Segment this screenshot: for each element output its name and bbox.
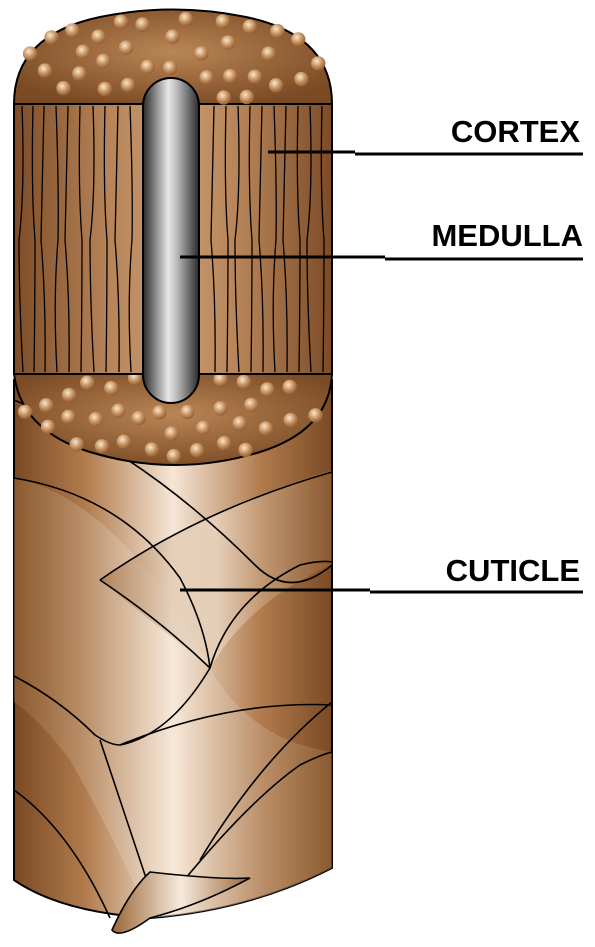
granule [18,405,32,419]
granule [221,35,235,49]
granule [311,56,325,70]
granule [240,90,254,104]
granule [114,15,128,29]
granule [244,398,258,412]
granule [284,413,298,427]
granule [291,32,305,46]
granule [163,61,177,75]
granule [80,376,94,390]
granule [39,398,53,412]
granule [233,416,247,430]
granule [269,78,283,92]
granule [145,442,159,456]
granule [217,436,231,450]
granule [196,421,210,435]
granule [261,46,275,60]
granule [190,443,204,457]
granule [165,29,179,43]
granule [76,45,90,59]
granule [95,439,109,453]
medulla-core [143,78,199,403]
granule [44,30,58,44]
granule [270,24,284,38]
granule [62,388,76,402]
granule [179,12,193,26]
granule [61,410,75,424]
granule [180,405,194,419]
granule [135,17,149,31]
medulla-label: MEDULLA [431,218,583,253]
granule [98,82,112,96]
granule [65,23,79,37]
granule [308,408,322,422]
granule [131,411,145,425]
granule [72,66,86,80]
granule [121,78,135,92]
granule [96,54,110,68]
granule [89,412,103,426]
granule [237,375,251,389]
granule [23,46,37,60]
medulla-layer [143,78,199,403]
granule [248,70,262,84]
granule [70,437,84,451]
granule [213,401,227,415]
granule [119,40,133,54]
cortex-label: CORTEX [451,114,581,149]
granule [259,421,273,435]
granule [56,81,70,95]
granule [152,405,166,419]
granule [117,435,131,449]
granule [217,90,231,104]
granule [104,381,118,395]
granule [294,72,308,86]
granule [243,20,257,34]
granule [38,63,52,77]
cuticle-label: CUTICLE [446,553,580,588]
granule [283,380,297,394]
granule [238,443,252,457]
granule [111,404,125,418]
granule [223,69,237,83]
granule [91,30,105,44]
granule [216,14,230,28]
granule [140,60,154,74]
granule [199,70,213,84]
granule [167,449,181,463]
granule [194,46,208,60]
granule [260,382,274,396]
granule [41,420,55,434]
granule [164,426,178,440]
